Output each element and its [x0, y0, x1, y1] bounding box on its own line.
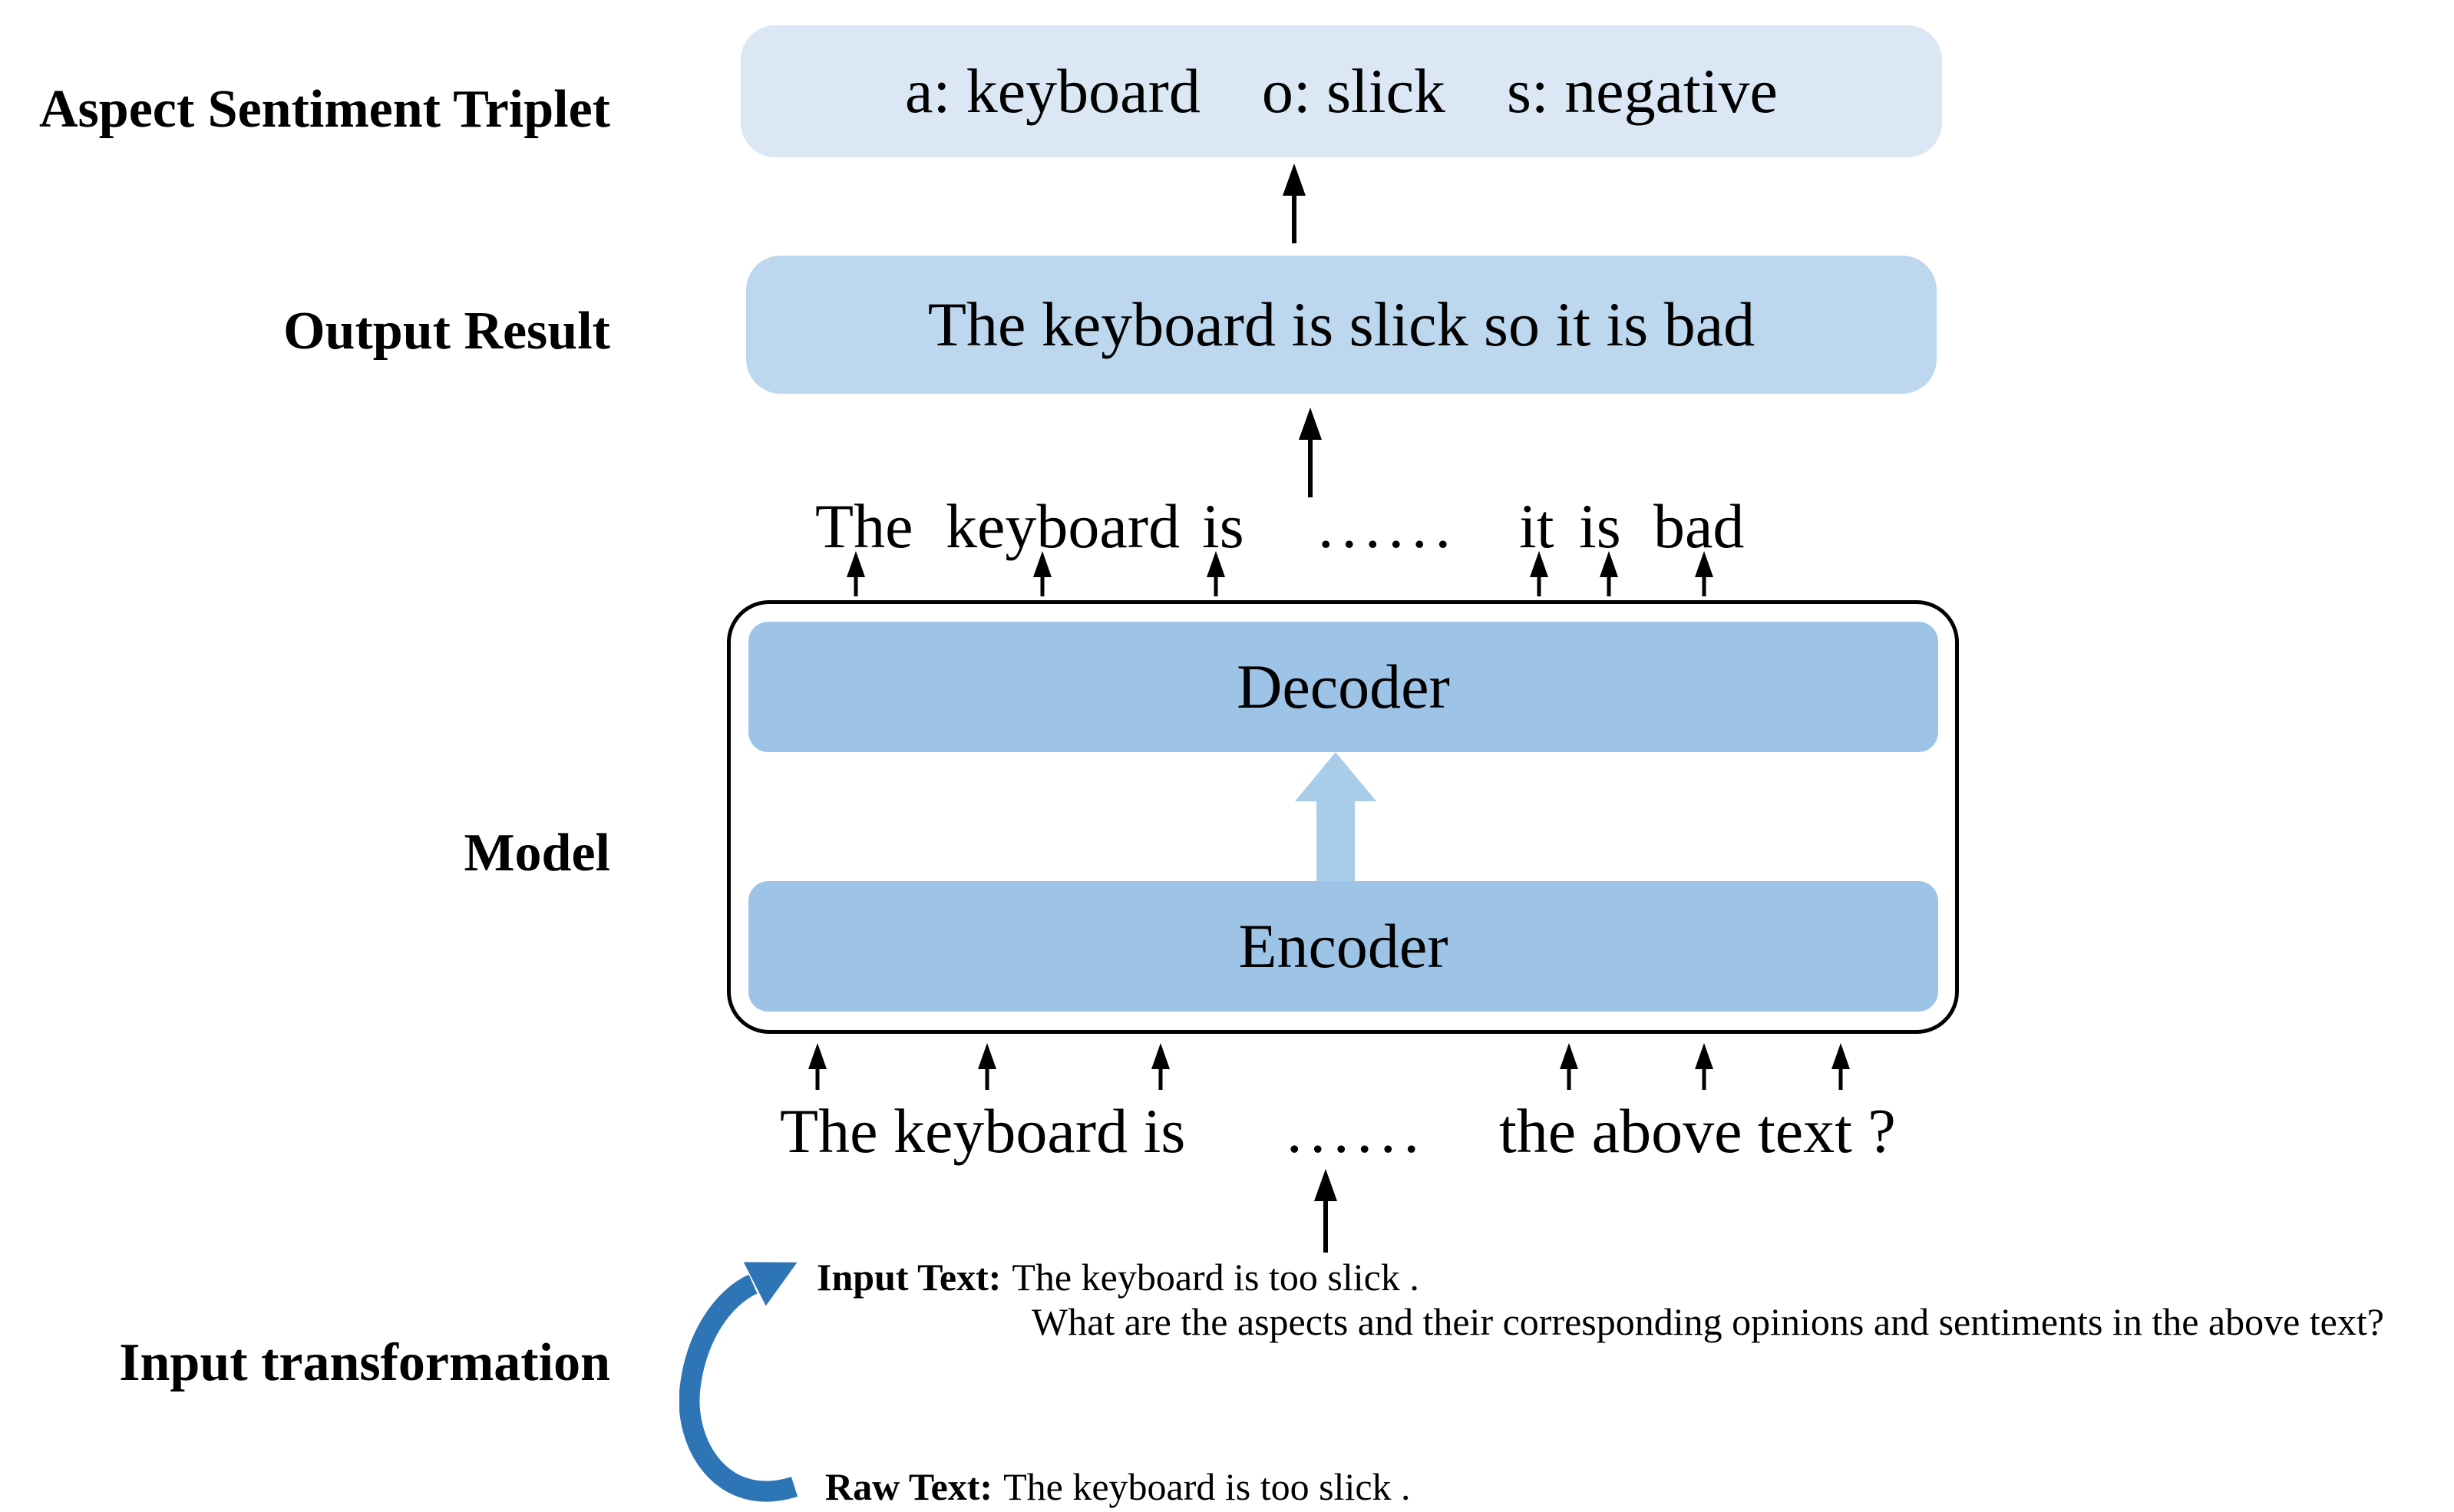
- label-model: Model: [464, 824, 610, 883]
- output-token: is: [1202, 491, 1244, 561]
- triplet-box: a: keyboard o: slick s: negative: [741, 25, 1942, 157]
- token-up-arrow-icon: [1694, 1041, 1714, 1090]
- triplet-aspect: a: keyboard: [905, 56, 1201, 126]
- decoder-label: Decoder: [1237, 652, 1450, 721]
- input-token-ellipsis: ......: [1286, 1096, 1427, 1166]
- raw-text-value: The keyboard is too slick .: [1003, 1465, 1411, 1508]
- decoder-bar: Decoder: [748, 622, 1938, 752]
- output-token: is: [1579, 491, 1621, 561]
- input-text-line: Input Text:The keyboard is too slick .: [817, 1258, 1419, 1296]
- encoder-label: Encoder: [1238, 911, 1448, 981]
- token-up-arrow-icon: [977, 1041, 997, 1090]
- label-aspect-sentiment-triplet: Aspect Sentiment Triplet: [39, 80, 610, 139]
- up-arrow-to-output-icon: [1299, 405, 1322, 497]
- arrow-shaft: [1308, 434, 1313, 497]
- label-output-result: Output Result: [283, 302, 610, 361]
- input-token-group: the above text ?: [1499, 1096, 1896, 1166]
- input-question-value: What are the aspects and their correspon…: [1032, 1300, 2384, 1343]
- token-up-arrow-icon: [1599, 549, 1619, 596]
- arrow-shaft: [1158, 1064, 1163, 1090]
- raw-text-label: Raw Text:: [825, 1465, 993, 1508]
- output-result-box: The keyboard is slick so it is bad: [746, 256, 1937, 394]
- up-arrow-to-triplet-icon: [1283, 161, 1306, 243]
- output-token-ellipsis: ......: [1318, 491, 1458, 561]
- token-up-arrow-icon: [846, 549, 866, 596]
- label-input-transformation: Input transformation: [119, 1333, 610, 1392]
- arrow-shaft: [1323, 1196, 1328, 1253]
- input-text-value: The keyboard is too slick .: [1012, 1256, 1419, 1299]
- output-sentence: The keyboard is slick so it is bad: [927, 289, 1755, 359]
- output-token: The: [815, 491, 913, 561]
- output-token: keyboard: [946, 491, 1181, 561]
- arrow-shaft: [985, 1064, 989, 1090]
- curved-transformation-arrow-icon: [679, 1262, 798, 1502]
- triplet-sentiment: s: negative: [1506, 56, 1778, 126]
- arrow-shaft: [1702, 572, 1706, 596]
- arrow-shaft: [1040, 572, 1045, 596]
- token-up-arrow-icon: [1831, 1041, 1851, 1090]
- encoder-to-decoder-arrow-icon: [1295, 752, 1376, 881]
- input-token-group: The keyboard is: [780, 1096, 1186, 1166]
- output-token: it: [1519, 491, 1554, 561]
- token-up-arrow-icon: [1694, 549, 1714, 596]
- arrow-shaft: [815, 1064, 820, 1090]
- token-up-arrow-icon: [1529, 549, 1549, 596]
- arrow-shaft: [854, 572, 858, 596]
- arrow-shaft: [1292, 190, 1296, 243]
- arrow-shaft: [1607, 572, 1611, 596]
- up-arrow-to-input-tokens-icon: [1314, 1167, 1337, 1253]
- encoder-bar: Encoder: [748, 881, 1938, 1012]
- triplet-opinion: o: slick: [1261, 56, 1445, 126]
- token-up-arrow-icon: [1151, 1041, 1171, 1090]
- raw-text-line: Raw Text:The keyboard is too slick .: [825, 1467, 1411, 1506]
- input-text-label: Input Text:: [817, 1256, 1002, 1299]
- token-up-arrow-icon: [1032, 549, 1052, 596]
- arrow-shaft: [1838, 1064, 1843, 1090]
- arrow-shaft: [1537, 572, 1541, 596]
- input-question-line: What are the aspects and their correspon…: [1032, 1302, 2384, 1341]
- token-up-arrow-icon: [808, 1041, 827, 1090]
- arrow-shaft: [1214, 572, 1218, 596]
- token-up-arrow-icon: [1559, 1041, 1579, 1090]
- output-token: bad: [1653, 491, 1745, 561]
- arrow-shaft: [1316, 798, 1355, 881]
- arrow-shaft: [1567, 1064, 1571, 1090]
- arrow-shaft: [1702, 1064, 1706, 1090]
- token-up-arrow-icon: [1206, 549, 1226, 596]
- arrowhead-icon: [1295, 752, 1376, 801]
